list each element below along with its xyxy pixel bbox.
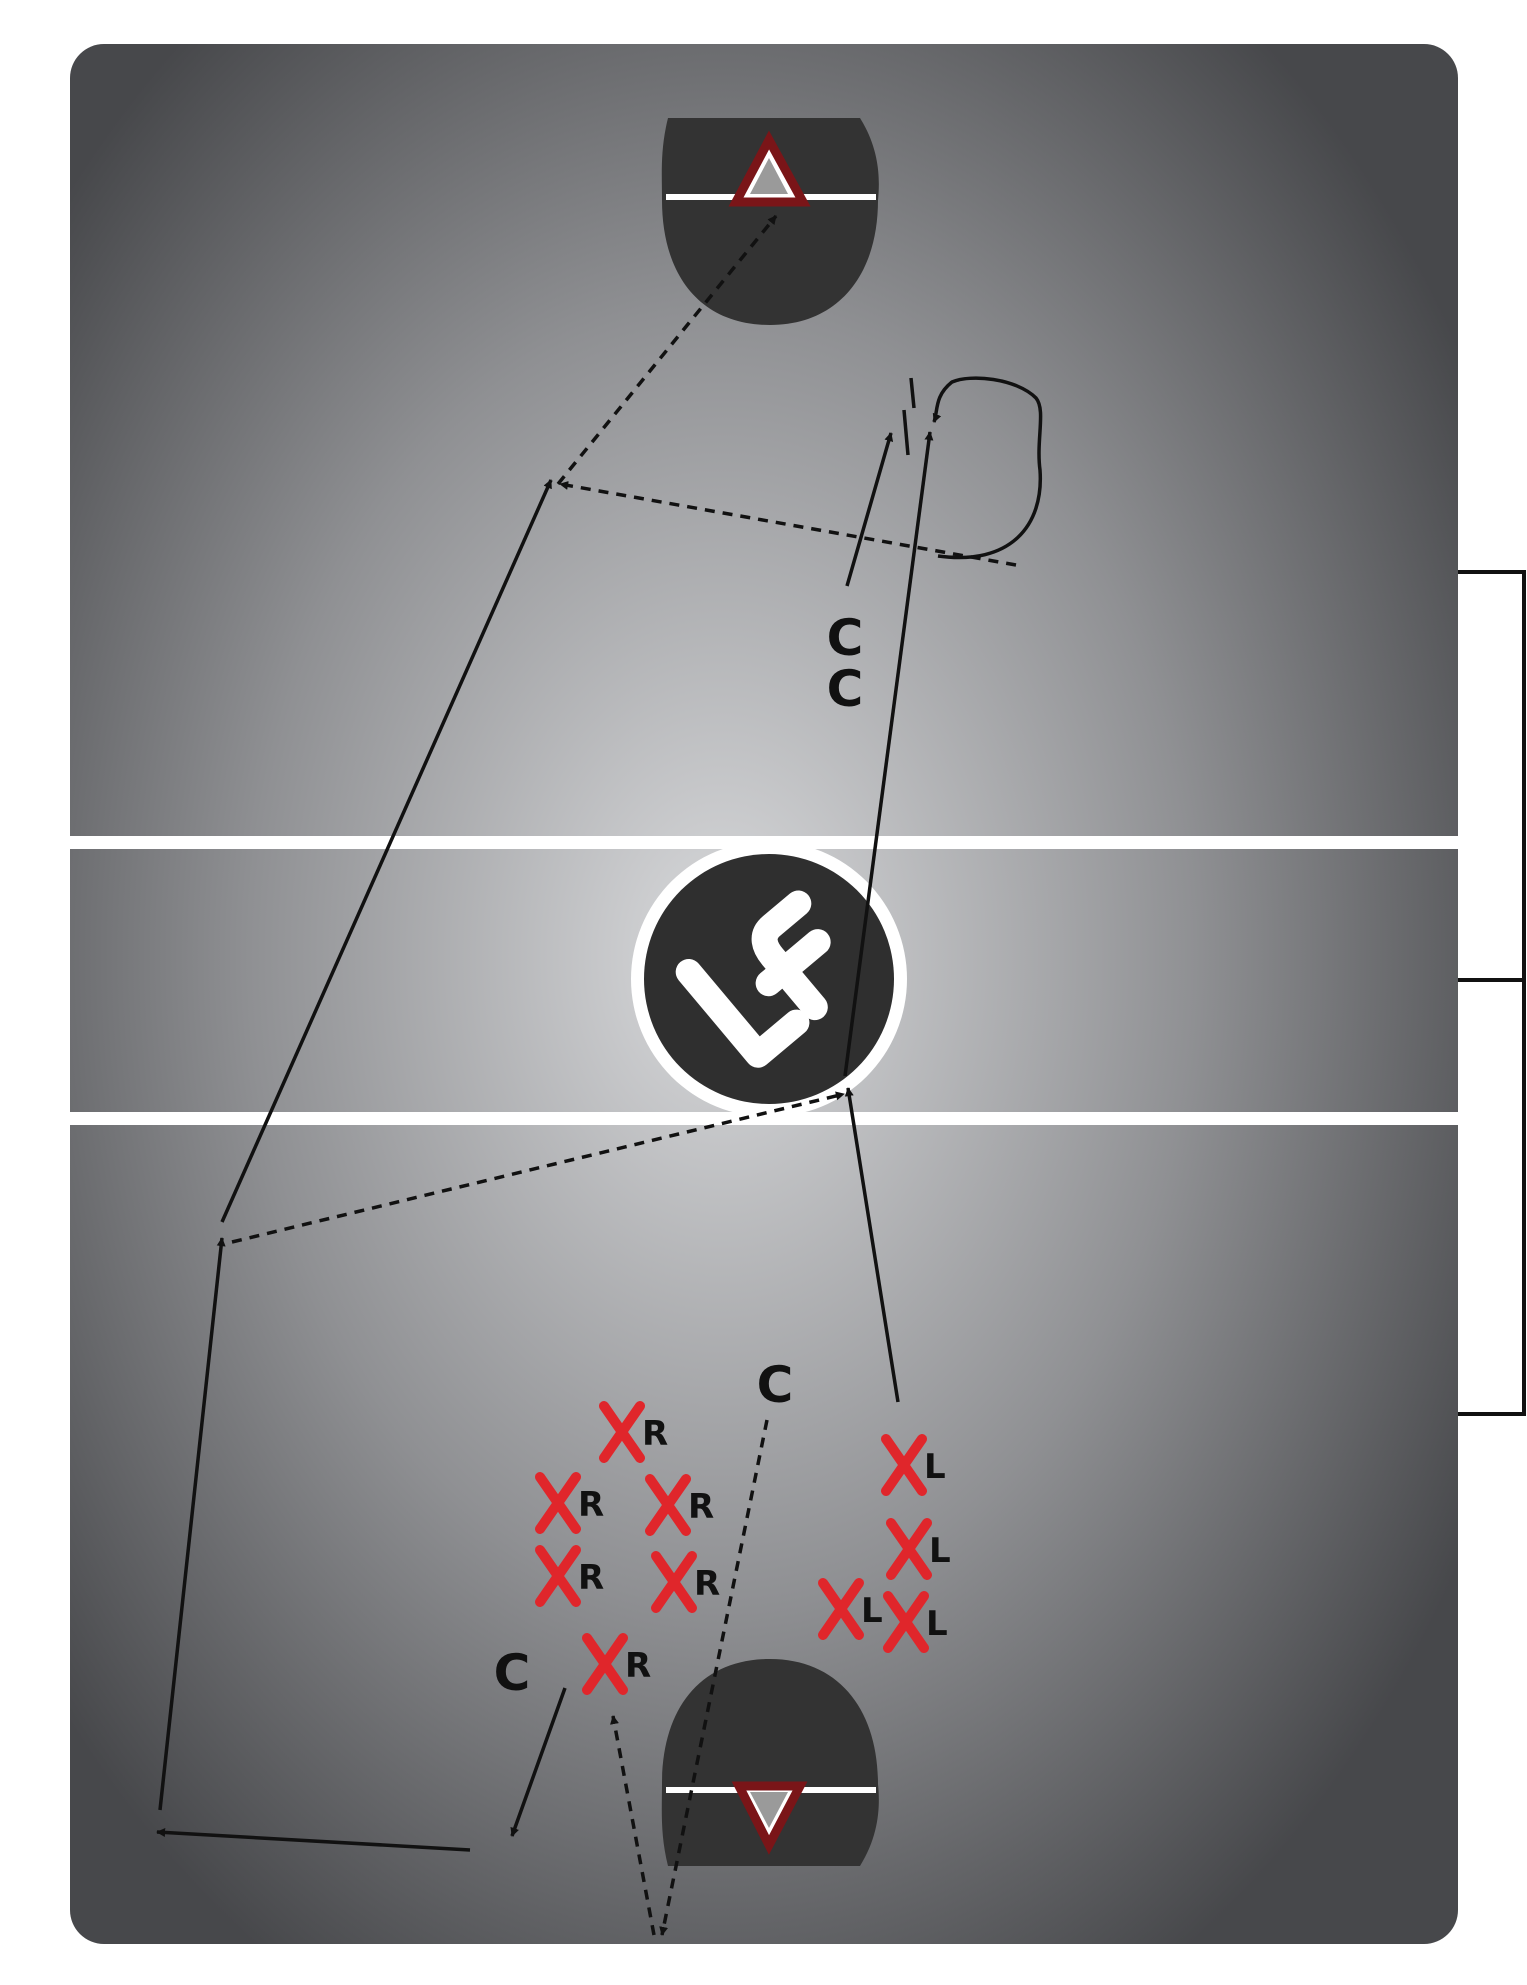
restraining-line-bottom: [70, 1112, 1458, 1125]
run-coach-to-bottom: [510, 1687, 567, 1837]
player-l: L: [881, 1434, 946, 1496]
player-l: L: [818, 1578, 883, 1640]
red-x-icon: [883, 1591, 929, 1653]
player-l: L: [886, 1518, 951, 1580]
player-r: R: [535, 1545, 604, 1607]
coach-marker: C: [757, 1356, 794, 1414]
player-side-label: L: [861, 1591, 883, 1631]
red-x-icon: [599, 1401, 645, 1463]
player-r: R: [645, 1474, 714, 1536]
player-side-label: R: [688, 1487, 714, 1527]
run-l-to-midfield: [844, 1087, 900, 1403]
player-r: R: [535, 1472, 604, 1534]
player-side-label: L: [926, 1604, 948, 1644]
run-left-sideline-up: [158, 1237, 226, 1811]
red-x-icon: [645, 1474, 691, 1536]
substitution-bracket: [1458, 570, 1526, 1416]
run-midfield-to-top-right: [843, 431, 934, 1077]
red-x-icon: [535, 1545, 581, 1607]
player-side-label: R: [694, 1564, 720, 1604]
player-side-label: R: [625, 1646, 651, 1686]
player-side-label: R: [578, 1485, 604, 1525]
shot-on-top-goal: [556, 214, 778, 486]
run-bottom-to-left: [156, 1827, 471, 1852]
run-coach-cut: [845, 432, 894, 587]
pass-loop-to-left: [559, 480, 1017, 567]
red-x-icon: [582, 1633, 628, 1695]
red-x-icon: [881, 1434, 927, 1496]
red-x-icon: [651, 1551, 697, 1613]
player-r: R: [582, 1633, 651, 1695]
bottom-crease: [661, 1659, 879, 1866]
top-crease: [661, 118, 879, 325]
drill-paths: [156, 214, 1043, 1936]
pass-bottom-to-r: [610, 1715, 656, 1936]
coach-marker: C: [827, 609, 864, 667]
run-dodge-loop: [932, 376, 1043, 560]
pass-left-to-midfield: [231, 1091, 845, 1244]
center-logo: [631, 841, 907, 1117]
coach-marker: C: [827, 660, 864, 718]
dodge-mark: [909, 377, 916, 409]
player-r: R: [651, 1551, 720, 1613]
red-x-icon: [886, 1518, 932, 1580]
player-l: L: [883, 1591, 948, 1653]
goal-triangle-icon: [728, 130, 811, 207]
red-x-icon: [818, 1578, 864, 1640]
run-left-diagonal-upfield: [220, 479, 553, 1223]
dodge-mark: [902, 409, 910, 456]
goal-triangle-icon: [731, 1781, 808, 1855]
coach-marker: C: [494, 1644, 531, 1702]
pass-coach-to-bottom: [659, 1419, 769, 1936]
player-side-label: L: [924, 1447, 946, 1487]
player-side-label: L: [929, 1531, 951, 1571]
red-x-icon: [535, 1472, 581, 1534]
lf-monogram-icon: [675, 890, 831, 1068]
player-side-label: R: [578, 1558, 604, 1598]
player-side-label: R: [642, 1414, 668, 1454]
player-r: R: [599, 1401, 668, 1463]
